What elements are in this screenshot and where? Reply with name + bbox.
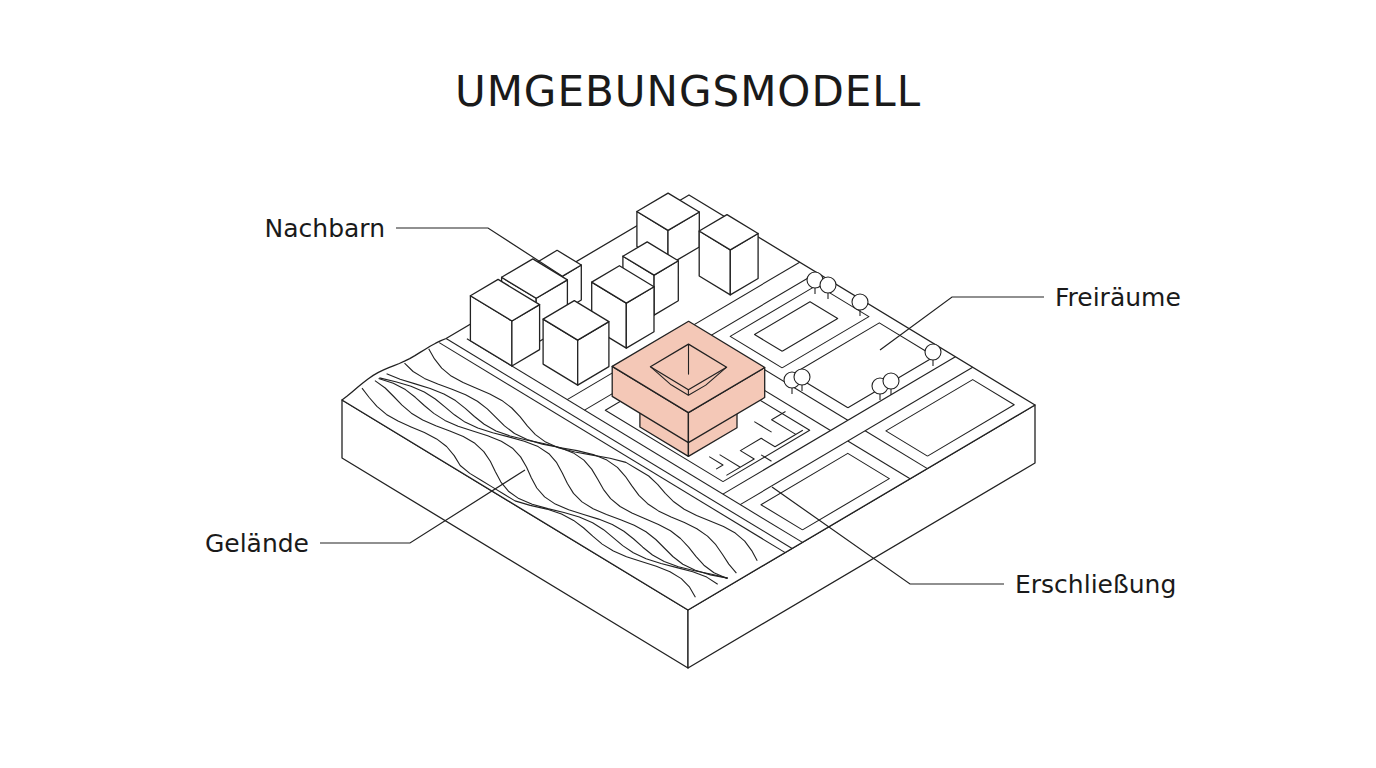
courtyard-edge [688,344,689,375]
leader-line [772,487,1004,584]
leader-line [396,228,562,276]
part-label: Erschließung [1015,570,1176,599]
tree-crown [794,369,810,385]
road-edge [848,441,910,479]
terrain-contour [362,388,695,597]
access-path [761,455,771,461]
neighbour-building [699,215,758,250]
courtyard-edge [650,367,671,385]
leader-line [320,470,525,543]
access-path [709,457,723,470]
neighbour-building [470,279,539,321]
access-path [772,412,796,435]
block-outline [886,380,1014,457]
courtyard-edge [671,385,706,396]
part-label: Gelände [205,529,309,558]
tree-crown [852,294,868,310]
leader-line [880,297,1044,350]
road-edge [865,431,927,469]
tree-crown [883,373,899,389]
tree-crown [925,344,941,360]
block-outline [761,453,889,530]
access-path [726,430,802,475]
neighbour-building [623,242,678,275]
part-label: Nachbarn [265,214,385,243]
open-space [730,285,869,368]
neighbour-building [543,301,609,341]
road-edge [740,367,973,504]
courtyard-edge [706,367,727,385]
base-top [342,195,1035,610]
project-building [612,321,765,412]
access-path [754,422,771,433]
terrain-contour [405,363,737,573]
open-space [755,302,838,352]
courtyard [650,344,726,390]
neighbour-building [637,193,699,230]
diagram-title: UMGEBUNGSMODELL [455,67,921,116]
tree-crown [820,277,836,293]
open-space [793,323,935,408]
part-label: Freiräume [1055,283,1181,312]
neighbour-building [592,266,654,303]
